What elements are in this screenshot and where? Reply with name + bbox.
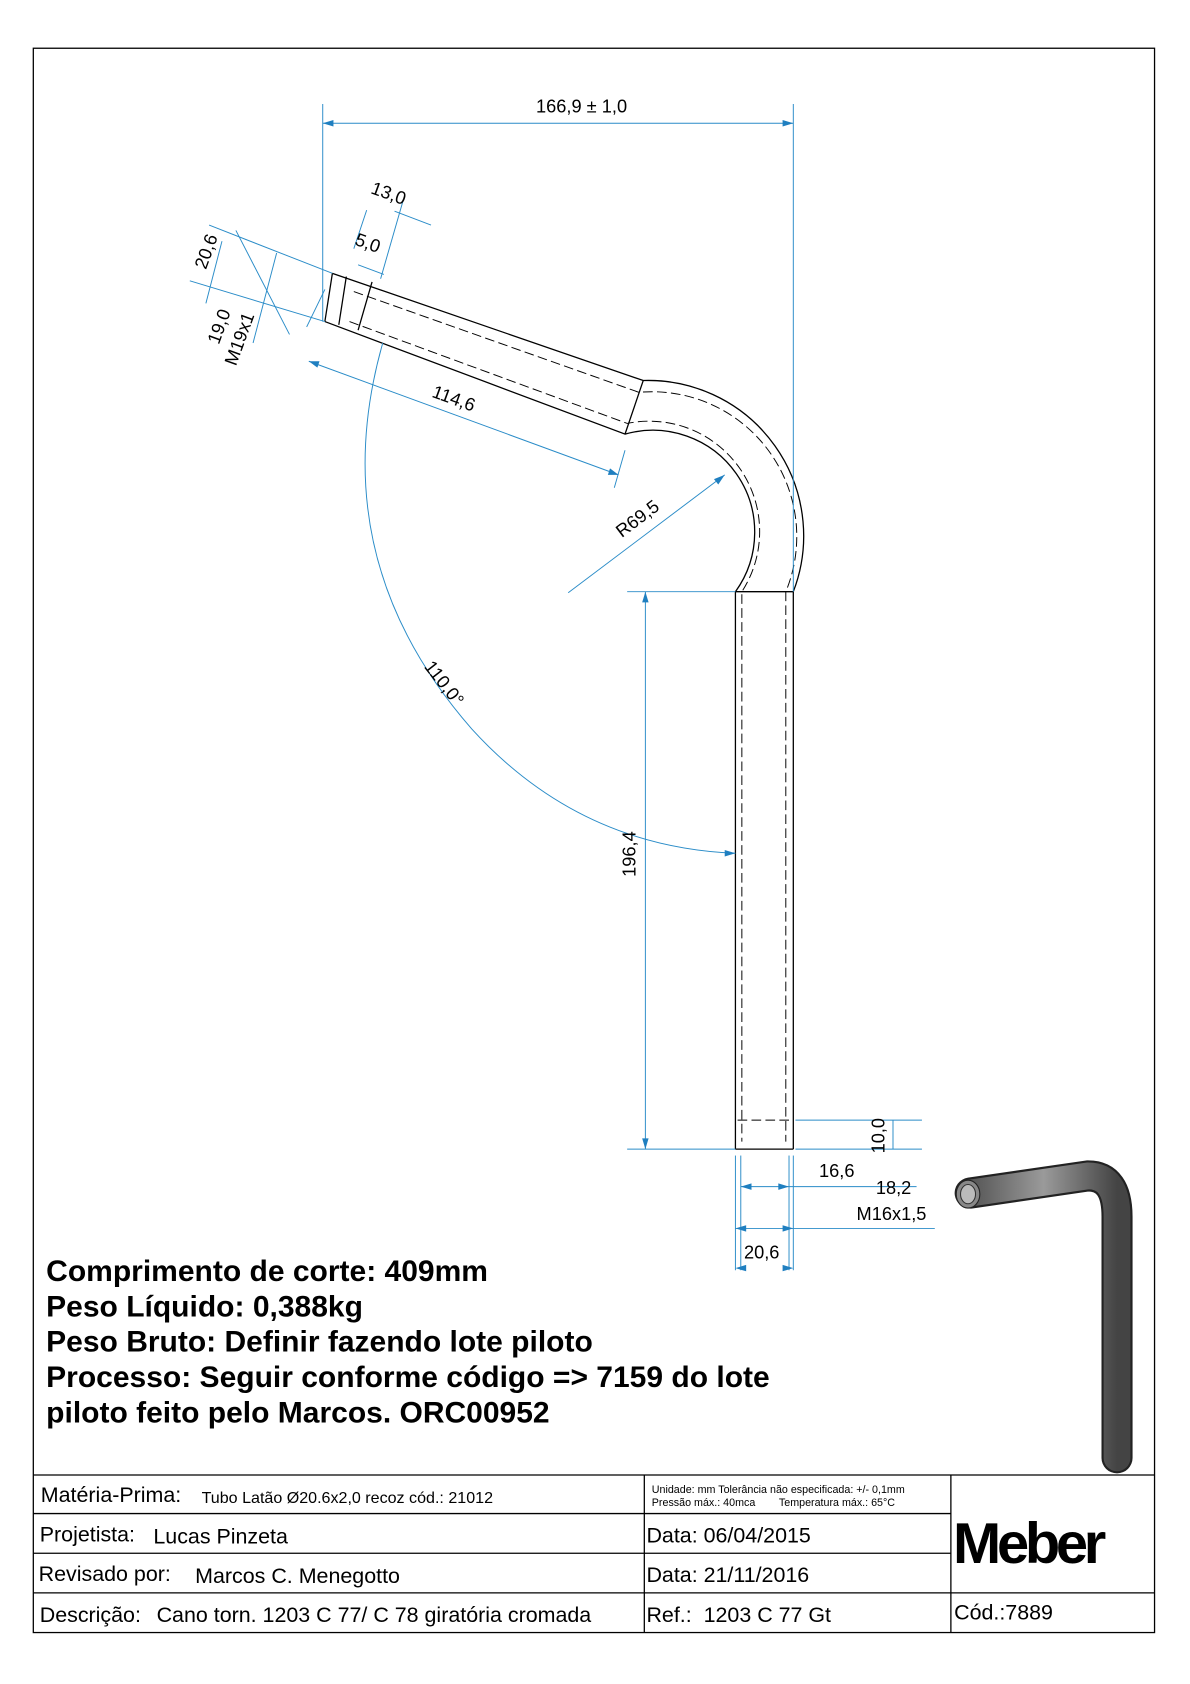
dim-straight-len: 114,6 (430, 382, 478, 416)
dim-vertical-len: 196,4 (620, 831, 640, 877)
note-net-weight: Peso Líquido: 0,388kg (46, 1290, 363, 1323)
material-label: Matéria-Prima: (41, 1483, 181, 1507)
tube-profile (324, 272, 805, 1150)
dim-outer-dia-top: 20,6 (191, 231, 222, 271)
design-date: Data: 06/04/2015 (646, 1524, 810, 1548)
spec-line-1: Unidade: mm Tolerância não especificada:… (652, 1484, 905, 1496)
pipe-3d-render (954, 1160, 1133, 1474)
drawing-border (32, 47, 1156, 1634)
dim-thread-len-inner: 5,0 (352, 229, 383, 256)
spec-line-2: Pressão máx.: 40mca Temperatura máx.: 65… (652, 1497, 895, 1509)
dim-bend-radius: R69,5 (612, 496, 663, 541)
dim-outer-dia-bottom: 20,6 (744, 1242, 779, 1262)
dim-inner-dia-bottom: 16,6 (819, 1161, 854, 1181)
dim-overall-width: 166,9 ± 1,0 (536, 97, 627, 117)
note-process-1: Processo: Seguir conforme código => 7159… (46, 1361, 770, 1394)
dim-bend-angle: 110,0° (420, 657, 467, 710)
note-cut-length: Comprimento de corte: 409mm (46, 1255, 488, 1288)
title-block: Matéria-Prima: Tubo Latão Ø20.6x2,0 reco… (33, 1474, 1155, 1633)
reviewer-value: Marcos C. Menegotto (195, 1564, 400, 1588)
dim-thread-dia-bottom: 18,2 (876, 1178, 911, 1198)
dim-thread-spec-bottom: M16x1,5 (857, 1204, 927, 1224)
reviewer-label: Revisado por: (39, 1562, 171, 1586)
note-process-2: piloto feito pelo Marcos. ORC00952 (46, 1396, 549, 1429)
meber-logo: Meber (953, 1512, 1106, 1576)
designer-value: Lucas Pinzeta (153, 1525, 288, 1549)
designer-label: Projetista: (40, 1522, 135, 1546)
review-date: Data: 21/11/2016 (646, 1563, 809, 1587)
ref-code: Ref.: 1203 C 77 Gt (646, 1603, 831, 1627)
description-value: Cano torn. 1203 C 77/ C 78 giratória cro… (157, 1603, 592, 1627)
dim-thread-len-bottom: 10,0 (868, 1118, 888, 1153)
description-label: Descrição: (40, 1603, 141, 1627)
dim-thread-len-outer: 13,0 (369, 178, 409, 209)
note-gross-weight: Peso Bruto: Definir fazendo lote piloto (46, 1326, 593, 1359)
dimension-lines (189, 103, 935, 1272)
product-code: Cód.:7889 (954, 1601, 1053, 1625)
material-value: Tubo Latão Ø20.6x2,0 recoz cód.: 21012 (202, 1489, 493, 1507)
